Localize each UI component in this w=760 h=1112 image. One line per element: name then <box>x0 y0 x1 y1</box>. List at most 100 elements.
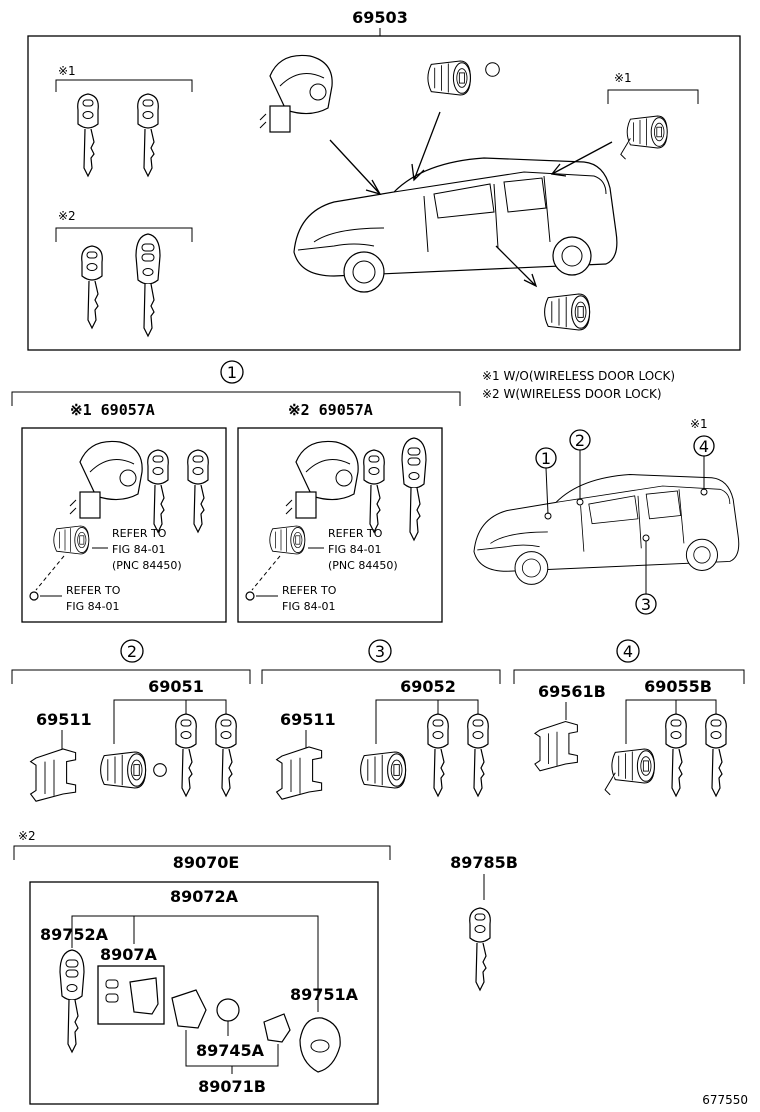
part-number-69052: 69052 <box>400 677 456 696</box>
locator-number: 4 <box>699 437 709 456</box>
refer-text: REFER TO <box>282 584 337 597</box>
glove-box-lock-icon <box>427 60 500 96</box>
ignition-cylinder-icon <box>285 440 359 519</box>
locator-number: 2 <box>575 431 585 450</box>
bracket-rear <box>607 89 699 104</box>
ignition-switch-icon <box>53 525 90 555</box>
door-lock-cylinder-icon <box>100 751 167 789</box>
note-w-wireless: ※2 W(WIRELESS DOOR LOCK) <box>482 387 662 401</box>
refer-text: REFER TO <box>66 584 121 597</box>
group3-bracket <box>261 669 501 684</box>
rear-lock-cylinder-icon <box>604 748 655 796</box>
callout-circle-2 <box>120 639 144 663</box>
circuit-plate-icon <box>129 977 159 1015</box>
part-number-89785b: 89785B <box>450 853 518 872</box>
refer-text: FIG 84-01 <box>112 543 166 556</box>
callout-number: 1 <box>227 363 237 382</box>
leader-bracket <box>375 699 479 744</box>
remote-cover-icon <box>299 1017 341 1073</box>
callout-number: 2 <box>127 642 137 661</box>
part-number-69055b: 69055B <box>644 677 712 696</box>
part-number-89745a: 89745A <box>196 1041 265 1060</box>
battery-icon <box>216 998 240 1022</box>
arrow-door <box>495 245 538 288</box>
part-number-89070e: 89070E <box>173 853 240 872</box>
key-icon <box>137 93 159 177</box>
lock-clip-icon <box>534 720 578 772</box>
key-icon <box>467 713 489 797</box>
part-number-89072a: 89072A <box>170 887 239 906</box>
dashed-leader <box>35 555 65 591</box>
mark-1-top: ※1 <box>58 64 76 78</box>
key-icon <box>215 713 237 797</box>
key-icon <box>363 449 385 533</box>
part-number-89752a: 89752A <box>40 925 109 944</box>
part-number-89071b: 89071B <box>198 1077 266 1096</box>
callout-circle-1 <box>220 360 244 384</box>
lock-clip-icon <box>30 748 77 802</box>
key-icon <box>147 449 169 533</box>
part-number-89751a: 89751A <box>290 985 359 1004</box>
callout-number: 4 <box>623 642 633 661</box>
screw-icon <box>245 591 255 601</box>
remote-frame <box>29 881 379 1105</box>
refer-text: (PNC 84450) <box>328 559 398 572</box>
locator-circle-3 <box>635 593 657 615</box>
key-icon <box>469 907 491 991</box>
key-icon <box>427 713 449 797</box>
refer-text: (PNC 84450) <box>112 559 182 572</box>
refer-text: FIG 84-01 <box>328 543 382 556</box>
part-number-69561b: 69561B <box>538 682 606 701</box>
remote-case-icon <box>263 1013 291 1043</box>
key-icon <box>175 713 197 797</box>
ignition-switch-icon <box>269 525 306 555</box>
leader-bracket <box>71 915 319 1012</box>
group1-right-frame <box>237 427 443 623</box>
locator-dot <box>576 498 584 506</box>
ignition-cylinder-icon <box>259 54 333 133</box>
mark-2-remote: ※2 <box>18 829 36 843</box>
part-number-69057a-1: ※1 69057A <box>70 401 155 419</box>
locator-dot <box>544 512 552 520</box>
part-number-69511: 69511 <box>36 710 92 729</box>
remote-key-icon <box>135 233 161 337</box>
remote-bracket <box>13 845 391 860</box>
remote-board-icon <box>171 989 207 1029</box>
remote-key-icon <box>59 949 85 1053</box>
group2-bracket <box>11 669 251 684</box>
callout-circle-4 <box>616 639 640 663</box>
key-icon <box>187 449 209 533</box>
group1-left-frame <box>21 427 227 623</box>
group4-bracket <box>513 669 745 684</box>
note-wo-wireless: ※1 W/O(WIRELESS DOOR LOCK) <box>482 369 675 383</box>
mark-2-top: ※2 <box>58 209 76 223</box>
leader-line <box>545 467 549 515</box>
key-icon <box>665 713 687 797</box>
leader-bracket <box>113 699 227 744</box>
remote-key-icon <box>401 437 427 541</box>
button-icon <box>105 993 119 1003</box>
key-icon <box>705 713 727 797</box>
rear-lock-cylinder-icon <box>620 115 668 160</box>
group1-bracket <box>11 391 461 406</box>
bracket-keys-2 <box>55 227 193 242</box>
logo-icon <box>310 1039 330 1053</box>
screw-icon <box>29 591 39 601</box>
key-icon <box>77 93 99 177</box>
locator-number: 1 <box>541 449 551 468</box>
car-illustration <box>293 157 618 293</box>
part-number-69511: 69511 <box>280 710 336 729</box>
top-assembly-frame <box>27 35 741 351</box>
locator-mark-1: ※1 <box>690 417 708 431</box>
figure-id: 677550 <box>702 1093 748 1107</box>
ignition-cylinder-icon <box>69 440 143 519</box>
bracket-keys-1 <box>55 79 193 92</box>
refer-text: REFER TO <box>328 527 383 540</box>
arrow-glovebox <box>411 111 441 182</box>
leader-bracket <box>625 699 717 744</box>
button-icon <box>105 979 119 989</box>
callout-number: 3 <box>375 642 385 661</box>
lock-clip-icon <box>276 746 323 800</box>
door-lock-cylinder-icon <box>360 751 407 789</box>
